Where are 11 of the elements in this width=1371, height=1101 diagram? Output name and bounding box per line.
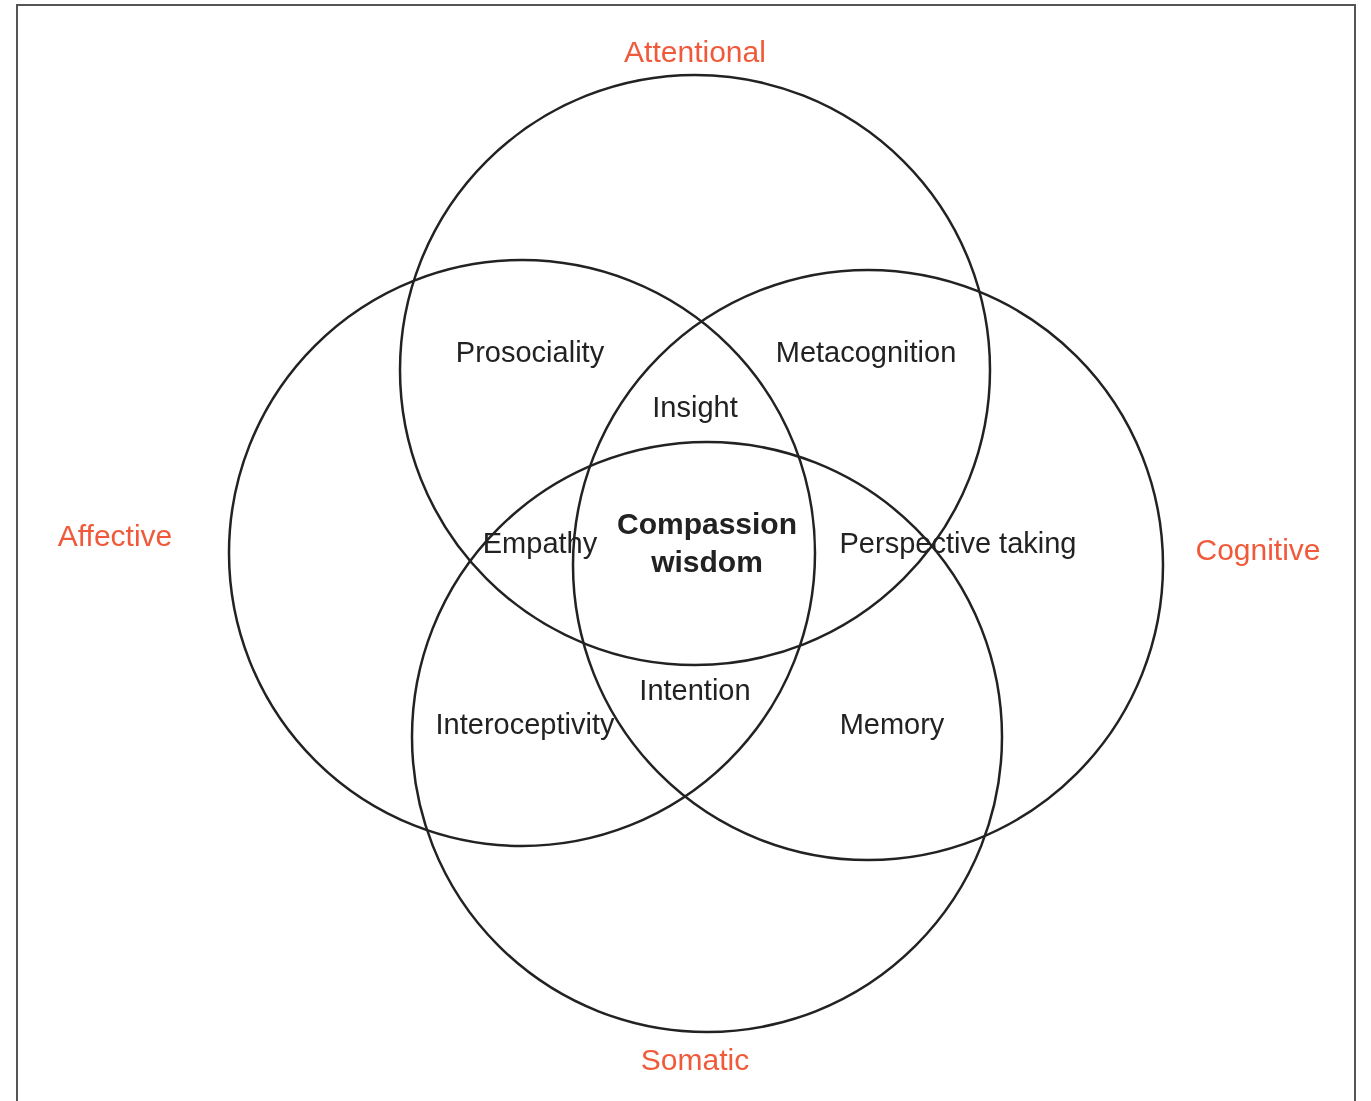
region-label: Compassion wisdom (616, 505, 798, 579)
set-label: Cognitive (1195, 535, 1321, 565)
region-label: Memory (839, 706, 945, 742)
region-label: Interoceptivity (435, 706, 615, 742)
set-label: Attentional (624, 37, 766, 67)
set-label: Affective (57, 521, 173, 551)
region-label: Intention (639, 672, 751, 708)
region-label: Insight (652, 389, 738, 425)
set-label: Somatic (640, 1045, 750, 1075)
region-label: Prosociality (455, 334, 605, 370)
region-label: Metacognition (775, 334, 957, 370)
